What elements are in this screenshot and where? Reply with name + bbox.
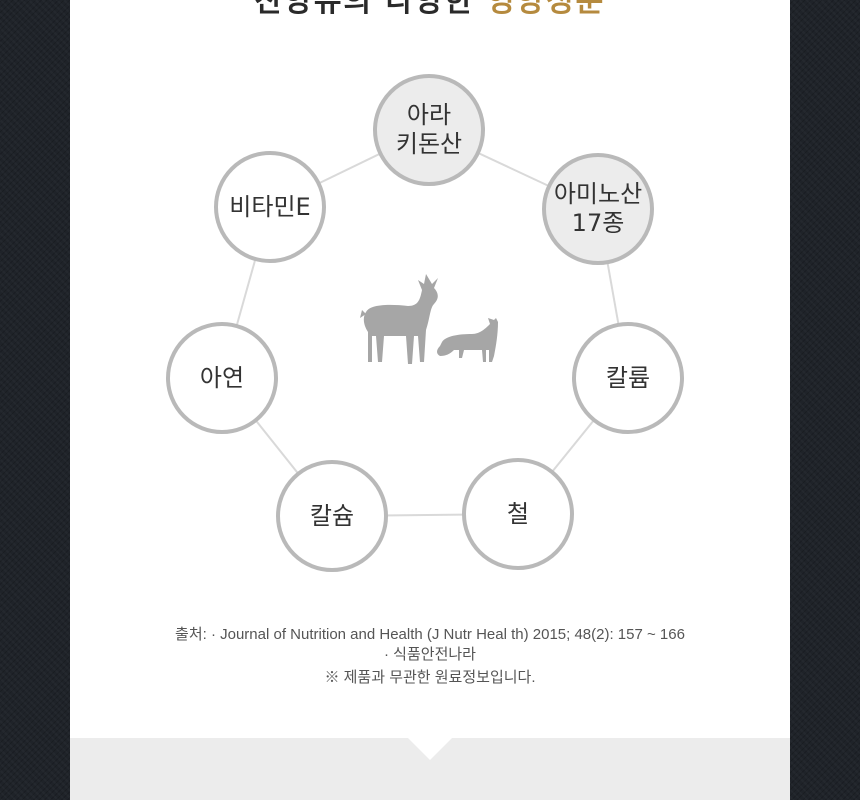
- nutrient-label: 철: [506, 499, 530, 528]
- disclaimer-note: ※ 제품과 무관한 원료정보입니다.: [324, 669, 536, 686]
- nutrient-node-iron: 철: [462, 458, 574, 570]
- nutrient-node-vitamin-e: 비타민E: [214, 151, 326, 263]
- title-lead: 산양유의 다양한: [254, 0, 475, 19]
- nutrient-label: 비타민E: [229, 192, 311, 221]
- nutrient-node-calcium: 칼슘: [276, 460, 388, 572]
- section-pointer: [408, 738, 452, 760]
- nutrient-label: 아연: [199, 363, 245, 392]
- source-secondary: · 식품안전나라: [384, 646, 476, 663]
- nutrient-node-potassium: 칼륨: [572, 322, 684, 434]
- nutrient-label: 칼슘: [309, 501, 355, 530]
- title-accent: 영양성분: [486, 0, 606, 19]
- content-panel: 산양유의 다양한 영양성분 아라 키돈산 아미노산 17종 칼륨 철 칼슘 아연…: [70, 0, 790, 800]
- nutrient-node-zinc: 아연: [166, 322, 278, 434]
- nutrient-label: 아미노산 17종: [553, 180, 643, 237]
- nutrient-label: 칼륨: [605, 363, 651, 392]
- section-title: 산양유의 다양한 영양성분: [70, 0, 790, 20]
- nutrient-node-arachidonic-acid: 아라 키돈산: [373, 74, 485, 186]
- nutrient-label: 아라 키돈산: [395, 101, 463, 158]
- goat-icon: [360, 274, 498, 364]
- source-citation: 출처: · Journal of Nutrition and Health (J…: [175, 626, 685, 643]
- nutrient-node-amino-acids: 아미노산 17종: [542, 153, 654, 265]
